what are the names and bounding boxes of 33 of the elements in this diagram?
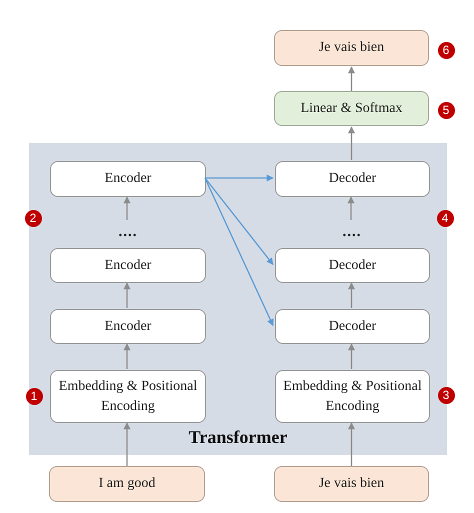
process-box: Encoder: [50, 161, 206, 197]
process-box: Encoder: [50, 309, 206, 344]
container-panel: [29, 143, 447, 455]
arrow: [204, 178, 274, 266]
callout-number: 2: [24, 210, 42, 226]
arrow: [348, 282, 355, 308]
process-box: Je vais bien: [274, 30, 429, 66]
process-box: I am good: [49, 466, 205, 502]
process-box: Linear & Softmax: [274, 91, 429, 126]
arrow: [124, 282, 130, 308]
ellipsis: ....: [108, 221, 148, 243]
callout-number: 1: [26, 388, 42, 404]
process-box: Decoder: [275, 309, 430, 344]
arrow: [204, 178, 274, 326]
arrow: [124, 343, 130, 369]
callout-number: 5: [438, 102, 454, 118]
process-box: Decoder: [275, 248, 430, 283]
panel-title: Transformer: [188, 427, 288, 448]
ellipsis: ....: [332, 221, 372, 243]
process-box: Decoder: [275, 161, 430, 197]
callout-number: 6: [438, 42, 454, 58]
arrow: [348, 196, 354, 220]
arrow: [124, 422, 130, 466]
process-box: Embedding & Positional Encoding: [50, 370, 206, 423]
arrow: [348, 422, 355, 466]
process-box: Encoder: [50, 248, 206, 283]
process-box: Je vais bien: [274, 466, 429, 502]
arrow: [124, 196, 130, 220]
arrow: [348, 343, 355, 369]
arrow: [348, 66, 355, 91]
arrow: [205, 174, 274, 182]
arrow: [348, 126, 355, 160]
process-box: Embedding & Positional Encoding: [275, 370, 430, 423]
